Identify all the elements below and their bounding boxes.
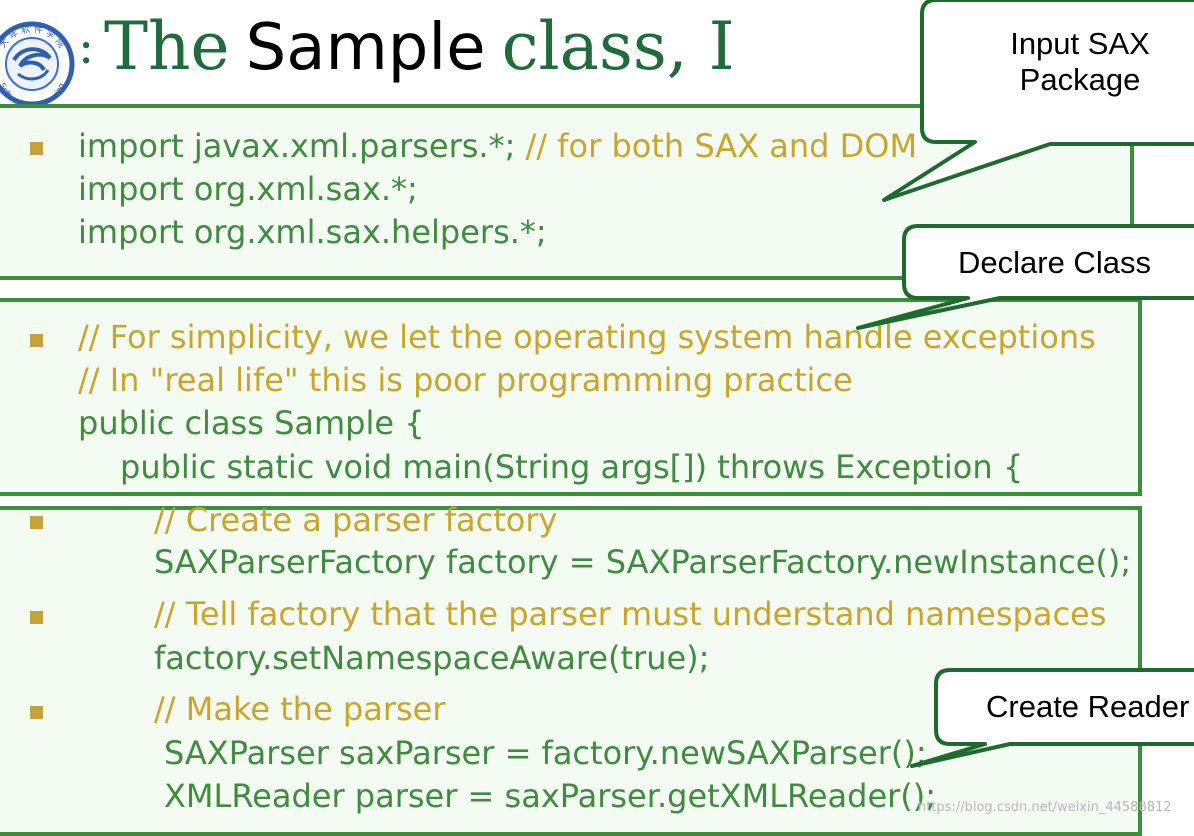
code-line: SAXParserFactory factory = SAXParserFact… bbox=[154, 543, 1132, 581]
callout-input-sax-label: Input SAX Package bbox=[990, 26, 1170, 98]
callout-declare-class-label: Declare Class bbox=[958, 245, 1151, 280]
code-line: XMLReader parser = saxParser.getXMLReade… bbox=[164, 777, 937, 815]
code-line: factory.setNamespaceAware(true); bbox=[154, 639, 710, 677]
class-declaration-box bbox=[0, 298, 1142, 496]
bullet-1 bbox=[30, 142, 43, 155]
comment-line: // In "real life" this is poor programmi… bbox=[78, 361, 853, 399]
watermark-text: https://blog.csdn.net/weixin_44588812 bbox=[918, 800, 1172, 815]
comment-text: // for both SAX and DOM bbox=[515, 127, 918, 165]
comment-line: // Create a parser factory bbox=[154, 501, 558, 539]
title-word-class: class, I bbox=[501, 8, 735, 85]
code-text: import javax.xml.parsers.*; bbox=[78, 127, 516, 165]
bullet-4 bbox=[30, 611, 43, 624]
code-line: import org.xml.sax.helpers.*; bbox=[78, 213, 547, 251]
code-line: public class Sample { bbox=[78, 404, 425, 442]
comment-line: // For simplicity, we let the operating … bbox=[78, 318, 1096, 356]
title-word-the: The bbox=[104, 8, 230, 85]
callout-input-sax-line1: Input SAX bbox=[1010, 26, 1150, 61]
comment-line: // Tell factory that the parser must und… bbox=[154, 595, 1107, 633]
code-line: import org.xml.sax.*; bbox=[78, 170, 418, 208]
bullet-2 bbox=[30, 334, 43, 347]
code-line: SAXParser saxParser = factory.newSAXPars… bbox=[164, 734, 927, 772]
comment-line: // Make the parser bbox=[154, 690, 446, 728]
title-word-sample: Sample bbox=[245, 11, 486, 85]
code-line: import javax.xml.parsers.*; // for both … bbox=[78, 126, 917, 166]
bullet-5 bbox=[30, 706, 43, 719]
bullet-3 bbox=[30, 516, 43, 529]
callout-input-sax-line2: Package bbox=[1019, 62, 1141, 97]
code-line: public static void main(String args[]) t… bbox=[120, 448, 1024, 486]
callout-create-reader-label: Create Reader bbox=[986, 689, 1190, 724]
title-colon: : bbox=[78, 19, 95, 75]
